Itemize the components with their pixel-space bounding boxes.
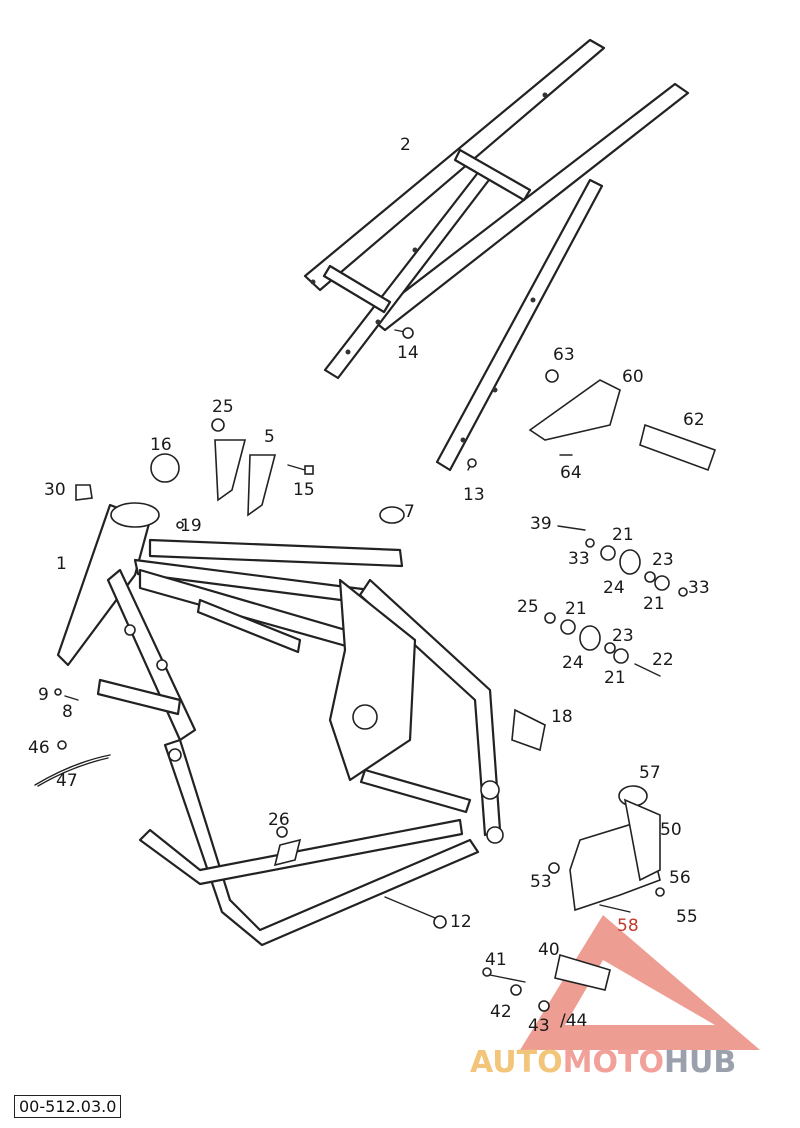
part-label-14: 14	[397, 343, 419, 363]
part-label-25b: 25	[517, 597, 539, 617]
part-label-15: 15	[293, 480, 315, 500]
part-label-21a: 21	[612, 525, 634, 545]
watermark-part1: AUTO	[470, 1045, 563, 1080]
part-label-57: 57	[639, 763, 661, 783]
part-label-2: 2	[400, 135, 411, 155]
small-parts	[34, 327, 717, 1012]
part-label-42: 42	[490, 1002, 512, 1022]
part-label-63: 63	[553, 345, 575, 365]
part-label-39: 39	[530, 514, 552, 534]
watermark-triangle	[520, 915, 760, 1050]
part-label-41: 41	[485, 950, 507, 970]
part-label-23b: 23	[612, 626, 634, 646]
part-label-33a: 33	[568, 549, 590, 569]
part-label-7: 7	[404, 502, 415, 522]
part-label-1: 1	[56, 554, 67, 574]
watermark-part3: HUB	[663, 1045, 737, 1080]
part-label-64: 64	[560, 463, 582, 483]
part-label-25a: 25	[212, 397, 234, 417]
part-label-55: 55	[676, 907, 698, 927]
part-label-53: 53	[530, 872, 552, 892]
part-label-24b: 24	[562, 653, 584, 673]
part-label-16: 16	[150, 435, 172, 455]
part-label-21b: 21	[643, 594, 665, 614]
part-label-23a: 23	[652, 550, 674, 570]
part-label-19: 19	[180, 516, 202, 536]
part-label-60: 60	[622, 367, 644, 387]
part-label-24a: 24	[603, 578, 625, 598]
drawing-code-box: 00-512.03.0	[14, 1095, 122, 1118]
part-label-33b: 33	[688, 578, 710, 598]
part-label-13: 13	[463, 485, 485, 505]
part-label-22: 22	[652, 650, 674, 670]
part-label-40: 40	[538, 940, 560, 960]
part-label-26: 26	[268, 810, 290, 830]
main-frame	[56, 502, 504, 947]
part-label-18: 18	[551, 707, 573, 727]
part-label-12: 12	[450, 912, 472, 932]
watermark-logo: AUTOMOTOHUB	[470, 1045, 736, 1080]
part-label-58: 58	[617, 916, 639, 936]
part-label-5: 5	[264, 427, 275, 447]
part-label-43: 43	[528, 1016, 550, 1036]
part-label-9: 9	[38, 685, 49, 705]
watermark-part2: MOTO	[562, 1045, 664, 1080]
part-label-21c: 21	[565, 599, 587, 619]
part-label-50: 50	[660, 820, 682, 840]
part-label-47: 47	[56, 771, 78, 791]
part-label-56: 56	[669, 868, 691, 888]
part-label-30: 30	[44, 480, 66, 500]
part-label-62: 62	[683, 410, 705, 430]
part-label-46: 46	[28, 738, 50, 758]
part-label-21d: 21	[604, 668, 626, 688]
part-label-8: 8	[62, 702, 73, 722]
part-label-44: /44	[560, 1011, 588, 1031]
subframe	[303, 38, 690, 472]
